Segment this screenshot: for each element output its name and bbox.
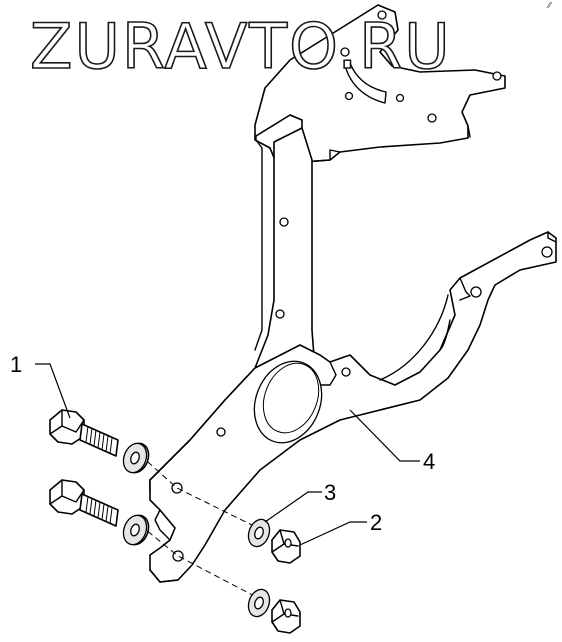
watermark-text: ZURAVTO.RU [30, 10, 452, 83]
bracket-large-hole [253, 360, 323, 444]
plate-hole [395, 93, 405, 103]
lower-plate-hole [216, 427, 226, 437]
callout-2: 2 [370, 510, 382, 535]
bolt-upper [49, 409, 119, 457]
leader-4 [349, 409, 420, 462]
nut-upper [271, 529, 301, 564]
leader-1 [35, 363, 71, 419]
plate-hole [377, 10, 387, 20]
lower-plate-hole [341, 367, 351, 377]
assembly-lines [139, 454, 263, 601]
callout-1: 1 [10, 352, 22, 377]
callout-3: 3 [324, 480, 336, 505]
washer-part-3-upper [247, 518, 271, 548]
plate-hole [492, 71, 502, 81]
mount-hole-upper [171, 482, 183, 494]
bracket-part-4 [149, 4, 557, 583]
arm-hole [275, 309, 285, 319]
washer-bolt-lower [122, 514, 150, 546]
arm-hole [279, 217, 289, 227]
callout-4: 4 [423, 449, 435, 474]
plate-hole [340, 47, 350, 57]
lower-plate-hole [541, 246, 553, 258]
corner-mark: ⁄⁄ [546, 1, 552, 10]
nut-lower [271, 599, 301, 634]
leader-2 [299, 521, 367, 546]
bracket-lower-plate [149, 231, 557, 583]
plate-hole [427, 113, 437, 123]
leader-3 [264, 491, 322, 523]
plate-hole [344, 91, 354, 101]
washer-bolt-upper [122, 442, 150, 474]
washer-part-3-lower [247, 588, 271, 618]
callout-leaders [35, 363, 420, 546]
bolt-lower [49, 479, 119, 527]
lower-plate-hole [470, 286, 482, 298]
